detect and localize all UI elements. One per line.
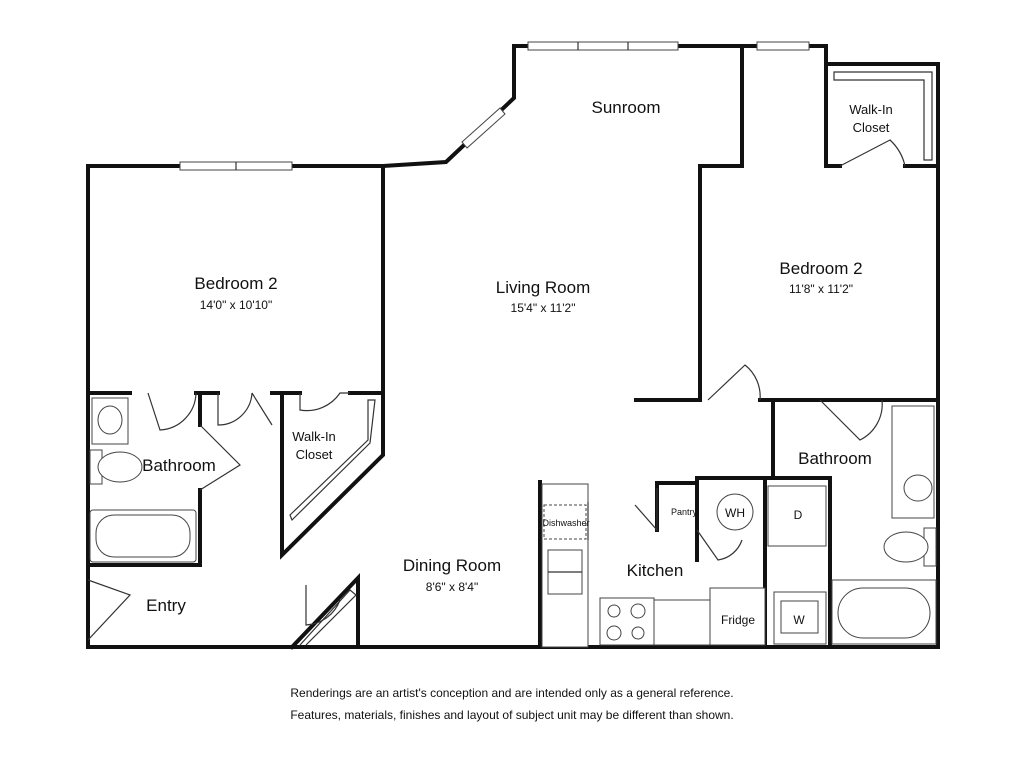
living-room-dims: 15'4" x 11'2" xyxy=(511,301,576,315)
dining-room-name: Dining Room xyxy=(403,556,501,575)
left-closet-name-1: Walk-In xyxy=(292,429,336,444)
right-closet-name-1: Walk-In xyxy=(849,102,893,117)
disclaimer-line-2: Features, materials, finishes and layout… xyxy=(290,708,734,722)
windows xyxy=(179,41,810,171)
left-bathroom-name: Bathroom xyxy=(142,456,216,475)
entry-name: Entry xyxy=(146,596,186,615)
dishwasher-label: Dishwasher xyxy=(542,518,589,528)
washer-label: W xyxy=(793,613,805,627)
doors xyxy=(87,139,906,641)
right-bathroom-fixtures xyxy=(831,405,937,645)
left-bedroom-name: Bedroom 2 xyxy=(194,274,277,293)
fixture-labels: Dishwasher Pantry WH D W Fridge xyxy=(542,506,805,627)
left-bedroom-dims: 14'0" x 10'10" xyxy=(200,298,273,312)
right-bathroom-name: Bathroom xyxy=(798,449,872,468)
sunroom-name: Sunroom xyxy=(592,98,661,117)
kitchen-name: Kitchen xyxy=(627,561,684,580)
dining-room-dims: 8'6" x 8'4" xyxy=(426,580,478,594)
right-bedroom-dims: 11'8" x 11'2" xyxy=(789,282,853,296)
left-bathroom-fixtures xyxy=(89,397,197,563)
left-closet-name-2: Closet xyxy=(296,447,333,462)
room-labels: Bedroom 2 14'0" x 10'10" Bathroom Walk-I… xyxy=(142,98,893,615)
dryer-label: D xyxy=(794,508,803,522)
walls xyxy=(86,44,940,650)
disclaimer-line-1: Renderings are an artist's conception an… xyxy=(290,686,734,700)
living-room-name: Living Room xyxy=(496,278,591,297)
pantry-label: Pantry xyxy=(671,507,698,517)
kitchen-fixtures xyxy=(541,483,827,648)
right-bedroom-name: Bedroom 2 xyxy=(779,259,862,278)
disclaimer: Renderings are an artist's conception an… xyxy=(0,682,1024,726)
right-closet-name-2: Closet xyxy=(853,120,890,135)
fridge-label: Fridge xyxy=(721,613,755,627)
water-heater-label: WH xyxy=(725,506,745,520)
closet-shelving xyxy=(289,71,933,646)
